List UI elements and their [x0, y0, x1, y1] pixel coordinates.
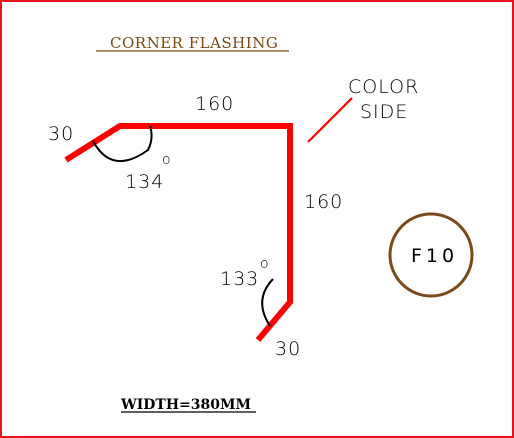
dimension-bottom-lip: 30 [275, 338, 301, 360]
angle-label-bottom: 133 [220, 268, 259, 290]
angle-label-top-left: 134 [125, 171, 164, 193]
angle-arc-top-left [92, 125, 153, 163]
code-badge-ring [388, 212, 474, 298]
width-label: WIDTH=380MM [120, 397, 251, 413]
dimension-left-lip: 30 [48, 123, 74, 145]
color-side-label-line2: SIDE [360, 101, 408, 123]
color-side-label-line1: COLOR [348, 76, 419, 98]
dimension-vertical-run: 160 [304, 191, 343, 213]
dimension-top-run: 160 [195, 93, 234, 115]
drawing-title: CORNER FLASHING [110, 34, 278, 52]
angle-arc-bottom [261, 278, 274, 327]
flashing-profile [64, 123, 293, 342]
code-badge-label: F10 [411, 245, 458, 267]
color-side-indicator [307, 97, 353, 143]
degree-mark-top-left: o [162, 152, 172, 168]
degree-mark-bottom: o [260, 256, 270, 272]
